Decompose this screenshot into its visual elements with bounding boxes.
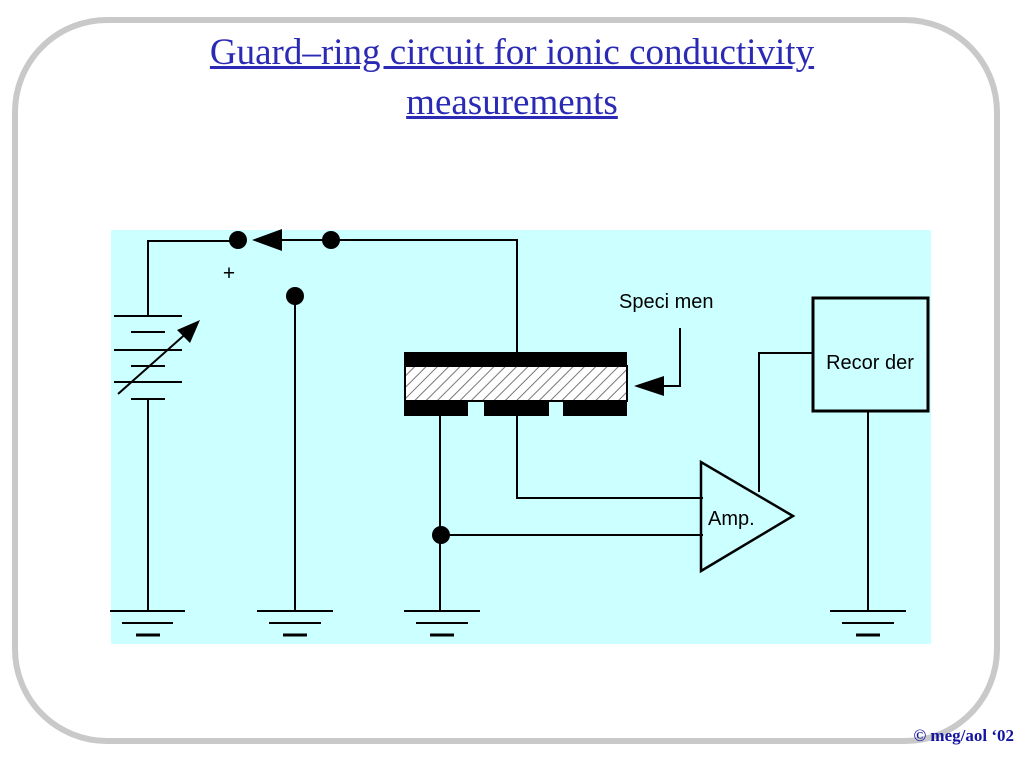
measure-electrode-wire [516, 415, 703, 499]
guard-ring-electrode-right [563, 401, 627, 416]
battery-top-wire [147, 240, 238, 316]
slide-frame [12, 17, 1000, 744]
recorder-label: Recor der [826, 352, 914, 374]
top-electrode [404, 352, 627, 365]
copyright-footer: © meg/aol ‘02 [913, 726, 1014, 745]
specimen-pointer-line [662, 328, 681, 387]
amplifier-triangle [699, 459, 796, 574]
switch-pivot [322, 231, 340, 249]
battery-plus-label: + [223, 262, 235, 285]
ground-symbol [830, 610, 906, 637]
slide-title: Guard–ring circuit for ionic conductivit… [0, 28, 1024, 128]
amplifier-label: Amp. [708, 508, 755, 530]
switch-arrow [252, 229, 282, 251]
guard-ring-electrode-left [404, 401, 468, 416]
title-line-2: measurements [406, 82, 618, 123]
ground-symbol [257, 610, 333, 637]
switch-contact-lower [286, 287, 304, 305]
variable-voltage-arrow-shaft [117, 329, 191, 395]
switch-contact-left [229, 231, 247, 249]
measuring-electrode [484, 401, 549, 416]
specimen-label: Speci men [619, 291, 714, 313]
ground-symbol [404, 610, 480, 637]
amp-to-recorder-wire [758, 352, 813, 492]
title-line-1: Guard–ring circuit for ionic conductivit… [209, 32, 815, 73]
diagram-background [111, 230, 931, 644]
variable-voltage-arrow-head [177, 320, 200, 343]
specimen-pointer-arrow [634, 376, 664, 396]
specimen-body [404, 365, 628, 402]
junction-dot [432, 526, 450, 544]
ground-symbol [110, 610, 185, 637]
recorder-box [811, 296, 930, 413]
switch-to-electrode-wire [330, 239, 518, 354]
